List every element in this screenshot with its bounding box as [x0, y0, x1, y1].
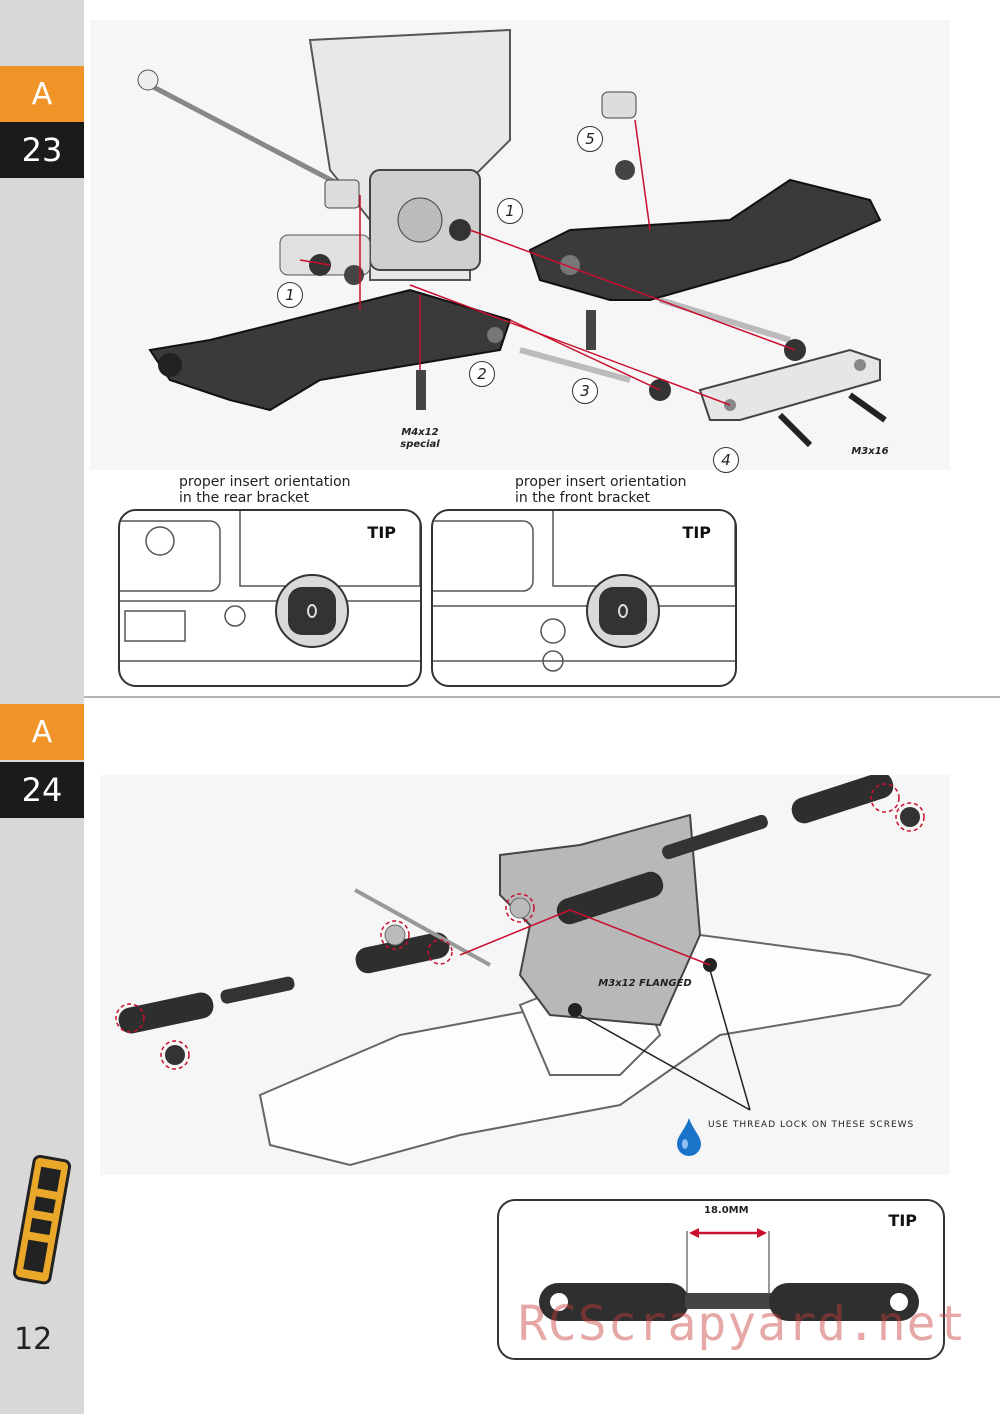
tip-box-turnbuckle: TIP 18.0MM — [497, 1199, 945, 1360]
step-number-23: 23 — [0, 122, 84, 178]
logo-icon — [12, 1154, 72, 1285]
step-number-24: 24 — [0, 762, 84, 818]
callout-5: 5 — [577, 126, 603, 152]
tip-front-illustration — [433, 511, 735, 672]
section-letter-a23: A — [0, 66, 84, 122]
callout-4: 4 — [713, 447, 739, 473]
callout-3: 3 — [572, 378, 598, 404]
tip-box-rear-bracket: TIP — [118, 509, 422, 687]
section-divider — [84, 696, 1000, 698]
callout-1-upper: 1 — [497, 198, 523, 224]
step23-exploded-diagram — [90, 20, 950, 470]
tip-caption-front: proper insert orientation in the front b… — [515, 474, 687, 506]
tip-label-turnbuckle: TIP — [888, 1211, 917, 1230]
dimension-label: 18.0MM — [704, 1205, 749, 1216]
tip-label-rear: TIP — [367, 523, 396, 542]
screw-label-m3x12-flanged: M3x12 FLANGED — [598, 978, 692, 989]
callout-2: 2 — [469, 361, 495, 387]
tip-turnbuckle-illustration — [539, 1228, 919, 1321]
callout-1-lower: 1 — [277, 282, 303, 308]
tip-label-front: TIP — [682, 523, 711, 542]
page-number: 12 — [14, 1322, 53, 1357]
screw-label-rear: M4x12 special — [400, 427, 440, 450]
threadlock-note: USE THREAD LOCK ON THESE SCREWS — [708, 1120, 915, 1130]
section-letter-a24: A — [0, 704, 84, 760]
tip-box-front-bracket: TIP — [431, 509, 737, 687]
threadlock-drop-icon — [677, 1118, 701, 1156]
sidebar: A 23 A 24 12 — [0, 0, 84, 1414]
watermark: RCScrapyard.net — [518, 1296, 967, 1352]
screw-label-front: M3x16 — [851, 446, 889, 457]
tip-rear-illustration — [120, 511, 420, 662]
tip-caption-rear: proper insert orientation in the rear br… — [179, 474, 351, 506]
step24-exploded-diagram — [100, 775, 950, 1175]
